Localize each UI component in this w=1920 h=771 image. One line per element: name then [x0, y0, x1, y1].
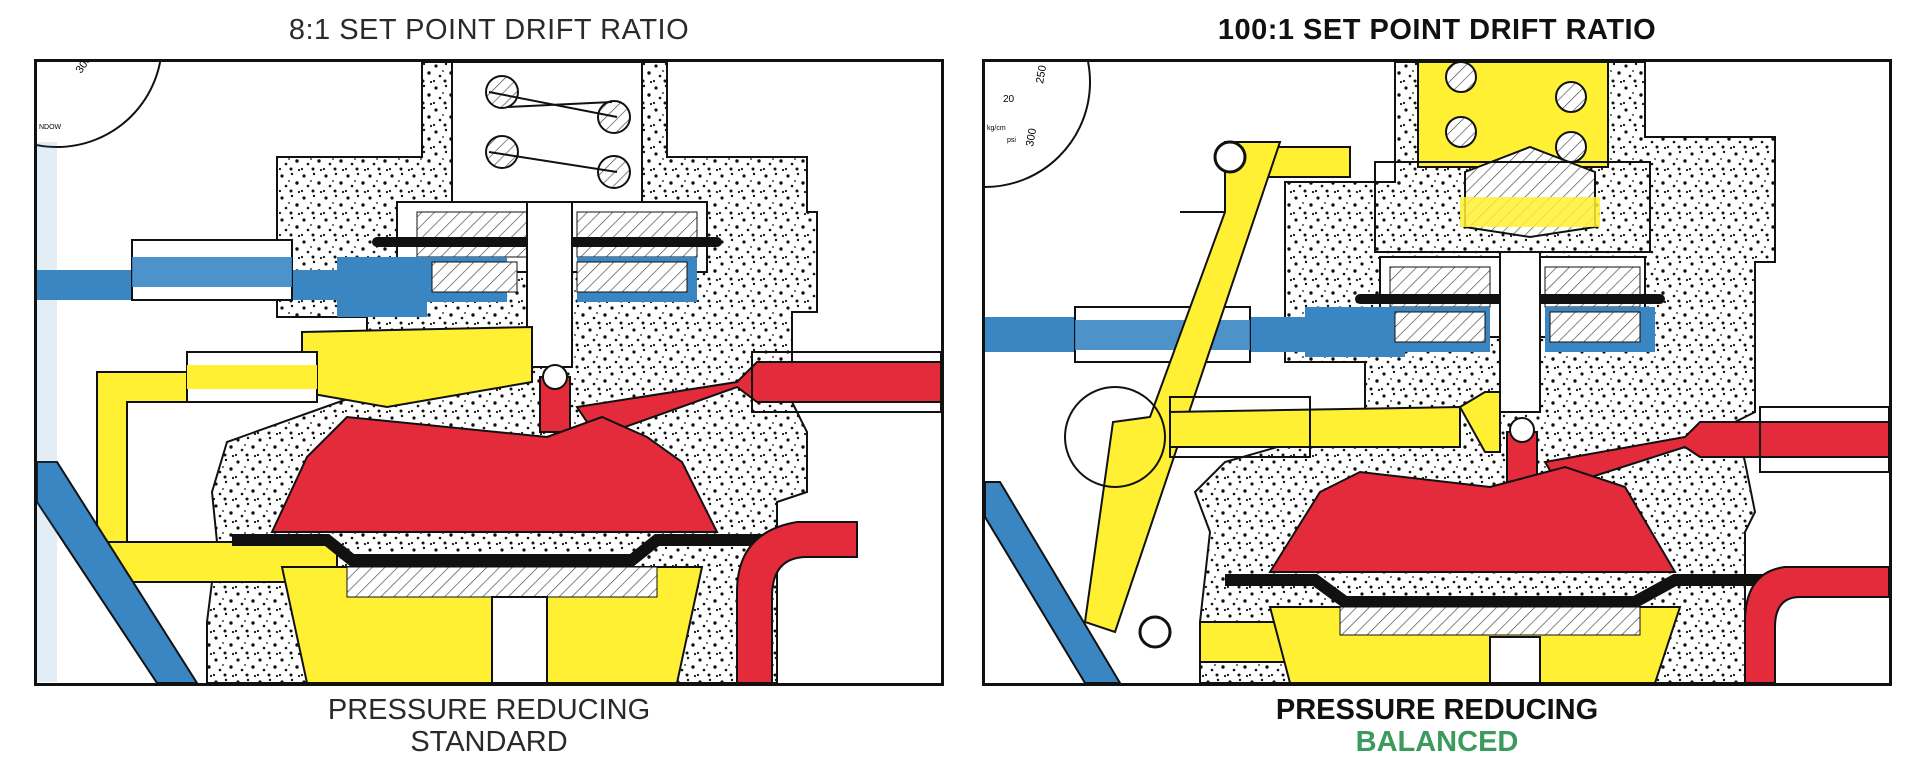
- right-pressure-gauge: 250 20 300 kg/cm psi: [985, 62, 1091, 188]
- left-caption-line1: PRESSURE REDUCING: [327, 694, 651, 726]
- right-panel: 100:1 SET POINT DRIFT RATIO 250 20 300 k…: [982, 0, 1892, 771]
- right-red-chamber: [1268, 465, 1677, 573]
- right-gauge-300: 300: [1024, 127, 1039, 147]
- left-valve-diagram: 300 NDOW: [37, 62, 941, 683]
- right-yellow-pilot: [1169, 405, 1461, 448]
- right-gauge-250: 250: [1034, 64, 1049, 84]
- left-panel: 8:1 SET POINT DRIFT RATIO 300 NDOW: [34, 0, 944, 771]
- right-title: 100:1 SET POINT DRIFT RATIO: [1217, 14, 1657, 46]
- right-caption-line2: BALANCED: [1355, 726, 1519, 758]
- right-valve-diagram: 250 20 300 kg/cm psi: [985, 62, 1889, 683]
- right-gauge-psi: psi: [1007, 137, 1016, 144]
- right-yellow-diagonal: [1083, 141, 1282, 634]
- right-caption-line1: PRESSURE REDUCING: [1275, 694, 1599, 726]
- left-pressure-gauge: 300 NDOW: [37, 62, 162, 148]
- left-caption-line2: STANDARD: [410, 726, 568, 758]
- left-red-outlet: [575, 361, 941, 439]
- left-gauge-window: NDOW: [39, 124, 62, 131]
- left-diaphragm: [232, 534, 797, 566]
- left-diagram-frame: 300 NDOW: [34, 59, 944, 686]
- right-gauge-20: 20: [1003, 94, 1015, 105]
- left-title: 8:1 SET POINT DRIFT RATIO: [288, 14, 690, 46]
- right-diaphragm: [1225, 574, 1765, 608]
- right-red-outlet: [1543, 421, 1889, 489]
- right-gauge-kgcm: kg/cm: [987, 125, 1006, 132]
- right-spring-coils: [1445, 62, 1587, 163]
- right-diagram-frame: 250 20 300 kg/cm psi: [982, 59, 1892, 686]
- left-red-chamber: [270, 415, 719, 533]
- left-spring-housing: [451, 62, 643, 213]
